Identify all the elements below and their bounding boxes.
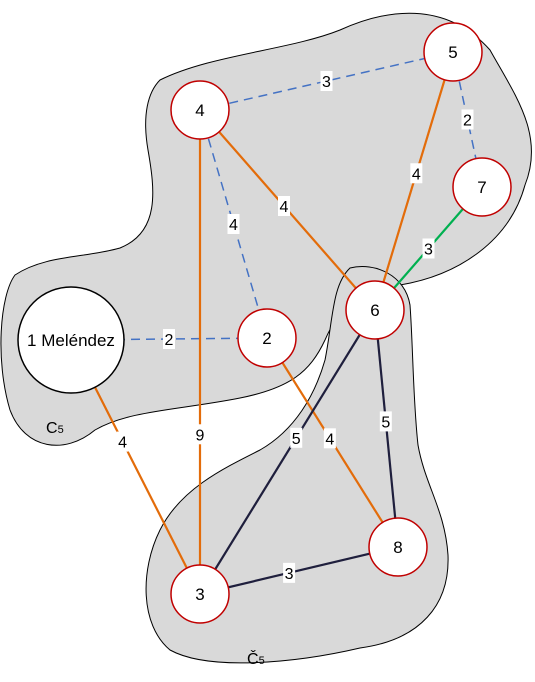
cluster-label-c5-base: C [46,420,58,437]
edge-weight-n3-n8: 3 [285,566,294,583]
edge-weight-n6-n3: 5 [292,431,301,448]
edge-weight-n4-n6: 4 [280,199,289,216]
edge-weight-n6-n8: 5 [381,414,390,431]
edge-weight-bg-n6-n8 [379,411,392,432]
edge-weight-bg-n4-n3 [194,424,206,445]
cluster-label-c5-sub: 5 [58,424,64,436]
edge-weight-n5-n6: 4 [412,166,421,183]
edge-n4-n3: 9 [194,110,206,594]
edge-n6-n8: 5 [373,309,400,548]
node-n4: 4 [170,80,230,140]
node-n7: 7 [452,157,512,217]
edge-weight-bg-n1-n3 [116,431,129,452]
edge-weight-n4-n5: 3 [322,74,331,91]
edge-weight-n2-n8: 4 [325,431,334,448]
edge-line-n6-n3 [199,309,376,595]
edge-weight-bg-n7-n6 [422,238,435,259]
edge-weight-n4-n3: 9 [196,427,205,444]
node-circle-n4 [170,80,230,140]
cluster-c-caron-5-region [145,266,449,664]
edge-line-n4-n2 [199,109,268,339]
node-circle-n3 [170,564,230,624]
cluster-label-c-caron-5: Č5 [247,649,265,668]
edge-n2-n8: 4 [266,337,399,548]
node-label-n1: 1 Meléndez [27,331,115,350]
edge-weight-n1-n3: 4 [118,435,127,452]
edge-weight-bg-n5-n6 [410,163,423,184]
node-label-n5: 5 [448,43,457,62]
node-label-n7: 7 [477,178,486,197]
cluster-label-c5: C5 [46,420,64,437]
edge-weight-bg-n5-n7 [461,109,474,130]
node-n1: 1 Meléndez [17,286,125,394]
edge-n4-n6: 4 [199,109,376,311]
edge-line-n3-n8 [199,545,399,596]
cluster-label-c-caron-5-base: Č [247,649,259,668]
node-n6: 6 [345,280,405,340]
cluster-label-c-caron-5-sub: 5 [259,655,265,667]
edge-weight-bg-n6-n3 [290,427,303,448]
node-label-n4: 4 [195,101,204,120]
node-n8: 8 [368,517,428,577]
edge-weight-bg-n4-n6 [278,196,290,216]
edge-line-n4-n5 [199,51,454,111]
edge-n3-n8: 3 [199,545,399,596]
node-circle-n7 [452,157,512,217]
edge-weight-n4-n2: 4 [229,217,238,234]
node-circle-n2 [237,308,297,368]
node-circle-n1 [17,286,125,394]
edge-weight-n7-n6: 3 [424,242,433,259]
node-circle-n5 [423,22,483,82]
node-n5: 5 [423,22,483,82]
node-label-n2: 2 [262,329,271,348]
edge-weight-bg-n1-n2 [163,329,175,349]
node-n2: 2 [237,308,297,368]
node-label-n3: 3 [195,585,204,604]
edge-weight-n1-n2: 2 [165,332,174,349]
node-label-n6: 6 [370,301,379,320]
edge-weight-bg-n2-n8 [323,428,336,449]
node-circle-n8 [368,517,428,577]
edge-n4-n5: 3 [199,51,454,111]
edge-n5-n6: 4 [373,51,455,311]
node-label-n8: 8 [393,538,402,557]
cluster-label-layer: C5 Č5 [46,420,265,668]
edge-n6-n3: 5 [199,309,376,595]
node-circle-n6 [345,280,405,340]
edge-weight-bg-n4-n2 [227,214,240,234]
edge-weight-bg-n4-n5 [320,71,333,91]
edge-weight-n5-n7: 2 [463,113,472,130]
edge-weight-bg-n3-n8 [283,562,296,583]
edge-n4-n2: 4 [199,109,268,339]
node-layer: 1 Meléndez 2 3 4 5 6 7 8 [17,22,512,624]
node-n3: 3 [170,564,230,624]
